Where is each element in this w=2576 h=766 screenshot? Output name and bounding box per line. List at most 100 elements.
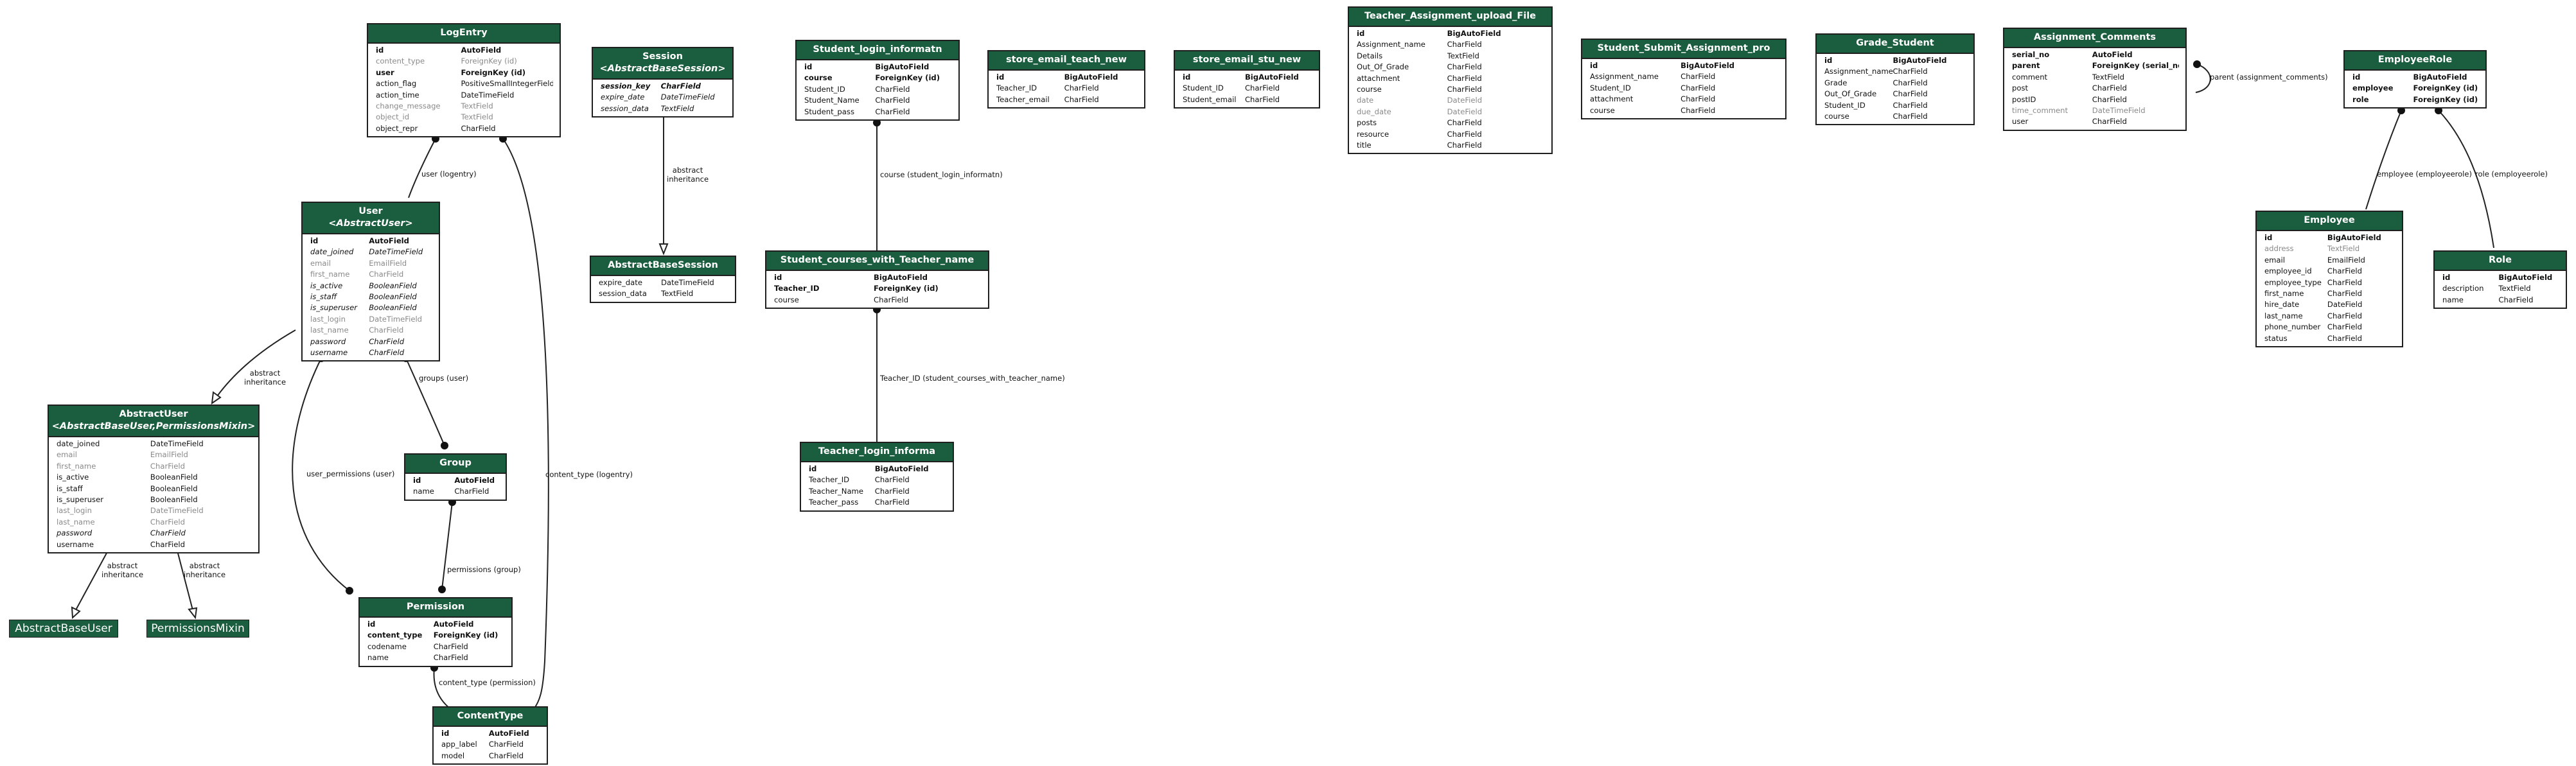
node-permissionsmixin[interactable]: PermissionsMixin xyxy=(146,620,249,638)
entity-abstractuser[interactable]: AbstractUser<AbstractBaseUser,Permission… xyxy=(48,405,260,554)
